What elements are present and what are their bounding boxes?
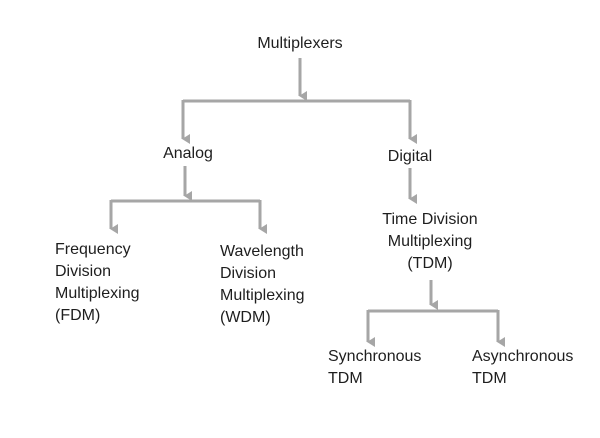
node-tdm: Time Division Multiplexing (TDM) — [362, 209, 498, 275]
node-asynchronous-tdm: Asynchronous TDM — [472, 346, 592, 390]
node-fdm-line-1: Frequency — [55, 241, 131, 258]
node-synchronous-tdm: Synchronous TDM — [328, 346, 448, 390]
node-wdm-line-3: Multiplexing — [220, 287, 305, 304]
node-digital: Digital — [372, 146, 448, 168]
node-fdm-line-2: Division — [55, 263, 112, 280]
node-async-line-1: Asynchronous — [472, 348, 574, 365]
node-multiplexers: Multiplexers — [236, 33, 364, 55]
node-analog-line-1: Analog — [163, 145, 213, 162]
node-fdm: Frequency Division Multiplexing (FDM) — [55, 239, 185, 327]
node-sync-line-2: TDM — [328, 370, 363, 387]
node-digital-line-1: Digital — [387, 148, 433, 165]
node-tdm-line-3: (TDM) — [407, 255, 453, 272]
node-tdm-line-1: Time Division — [382, 211, 478, 228]
node-wdm: Wavelength Division Multiplexing (WDM) — [220, 241, 350, 329]
node-fdm-line-3: Multiplexing — [55, 285, 140, 302]
node-async-line-2: TDM — [472, 370, 507, 387]
node-wdm-line-4: (WDM) — [220, 309, 271, 326]
node-analog: Analog — [148, 143, 228, 165]
node-wdm-line-2: Division — [220, 265, 277, 282]
node-wdm-line-1: Wavelength — [220, 243, 304, 260]
node-sync-line-1: Synchronous — [328, 348, 422, 365]
node-tdm-line-2: Multiplexing — [387, 233, 473, 250]
node-multiplexers-line-1: Multiplexers — [257, 35, 343, 52]
node-fdm-line-4: (FDM) — [55, 307, 101, 324]
